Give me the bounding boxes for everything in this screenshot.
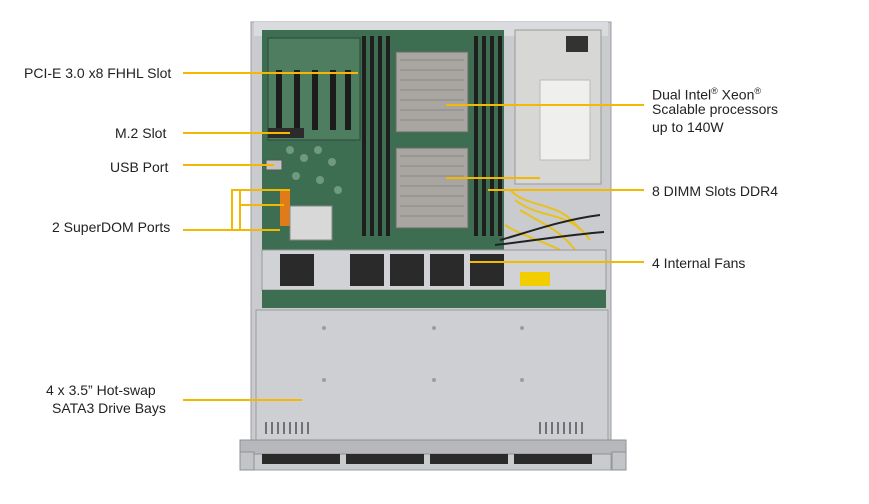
drive-bay-cover (255, 309, 609, 441)
callout-superdom: 2 SuperDOM Ports (52, 219, 171, 235)
cpu1-heatsink (395, 51, 469, 133)
cpu-reg-2: ® (754, 86, 762, 96)
cpu2-heatsink (395, 147, 469, 229)
callout-lines (183, 72, 644, 401)
callout-line-superdom (183, 189, 290, 231)
right-ear (611, 451, 627, 471)
cpu2-fins (400, 155, 464, 217)
callout-drive-bays-1: 4 x 3.5” Hot-swap (46, 382, 156, 398)
internal-fans (280, 254, 504, 286)
front-drive-handles (262, 454, 592, 464)
power-cables (504, 189, 591, 251)
callout-dimm: 8 DIMM Slots DDR4 (652, 183, 779, 199)
backplane (262, 290, 606, 308)
callout-cpu-line2: Scalable processors (652, 101, 779, 117)
cpu-reg-1: ® (711, 86, 718, 96)
superdom-ports (280, 190, 290, 226)
callout-cpu-line3: up to 140W (652, 119, 724, 135)
callout-fans: 4 Internal Fans (652, 255, 746, 271)
cpu1-fins (400, 59, 464, 121)
psu-connector (566, 36, 588, 52)
cover-holes (322, 326, 524, 382)
pcie-riser-slots (276, 70, 351, 130)
psu-label-sticker (539, 79, 591, 161)
cpu-text-b: Xeon (717, 86, 755, 103)
black-cables (494, 214, 605, 246)
board-components (286, 146, 342, 194)
dimm-slots (362, 36, 502, 236)
left-ear (239, 451, 255, 471)
cpu-text-a: Dual Intel (652, 86, 712, 103)
callout-cpu-line1: Dual Intel® Xeon® (652, 83, 761, 104)
vent-slots (265, 422, 583, 434)
callout-usb: USB Port (110, 159, 169, 175)
front-bezel (239, 439, 627, 455)
callout-drive-bays-2: SATA3 Drive Bays (52, 400, 166, 416)
warning-sticker (520, 272, 550, 286)
callout-m2: M.2 Slot (115, 125, 167, 141)
callout-pcie: PCI-E 3.0 x8 FHHL Slot (24, 65, 172, 81)
chipset-heatsink (289, 205, 333, 241)
